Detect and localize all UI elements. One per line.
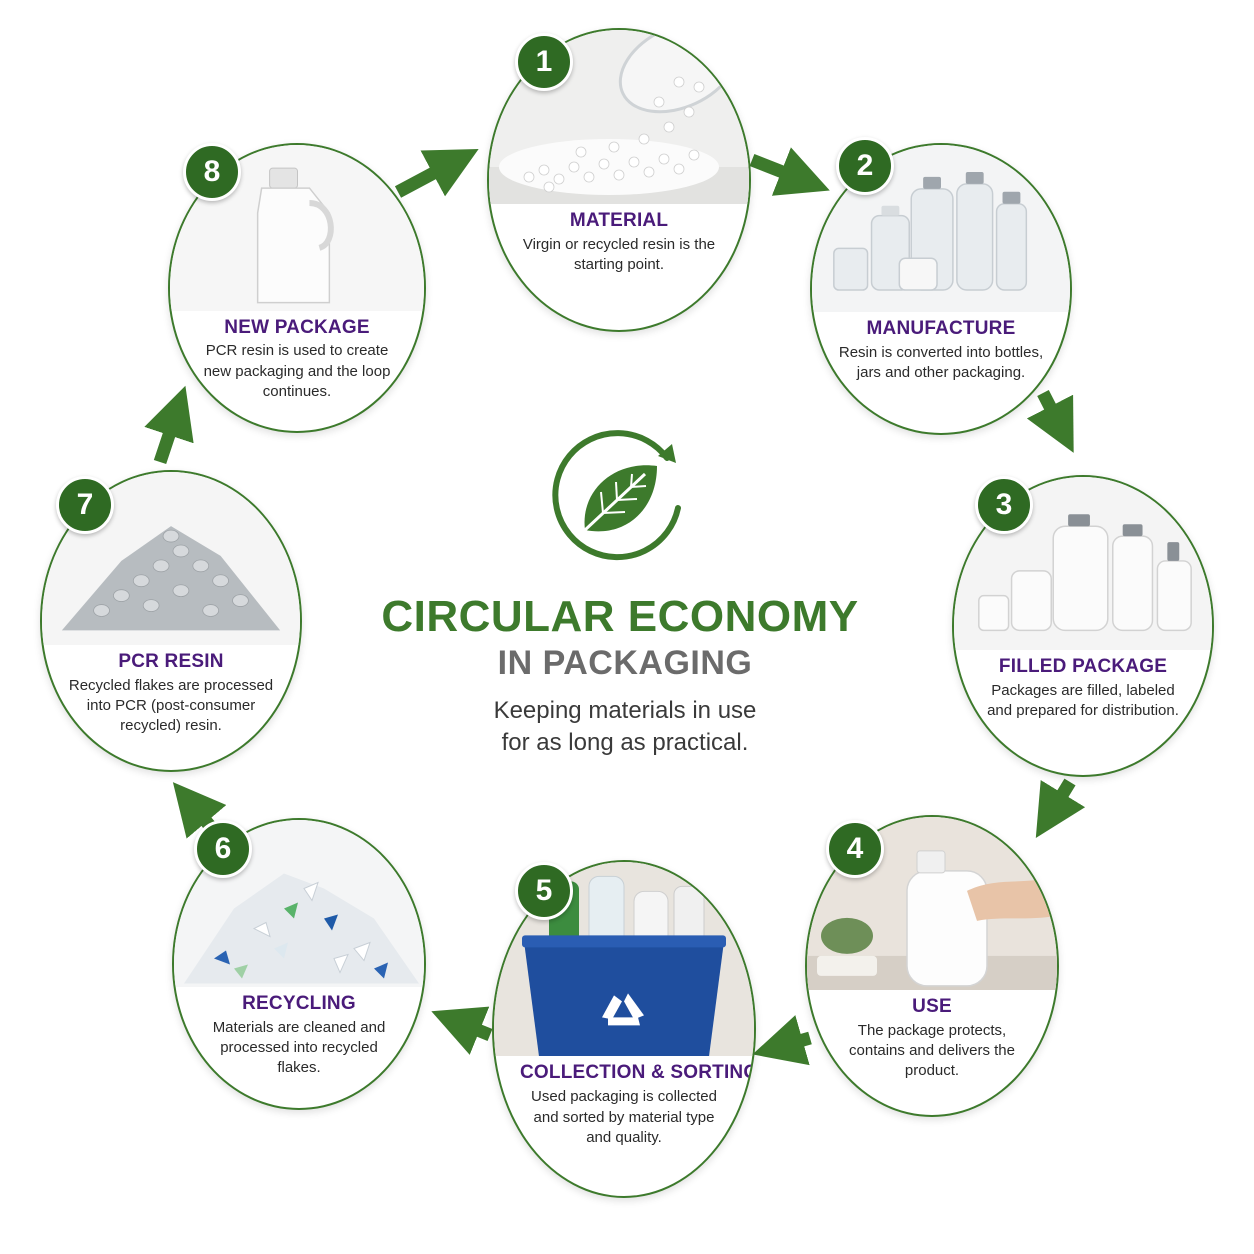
leaf-cycle-icon — [552, 430, 681, 561]
arrow-4-to-5 — [752, 1015, 812, 1066]
step-description: Materials are cleaned and processed into… — [212, 1018, 386, 1077]
step-number-badge: 1 — [515, 33, 573, 91]
step-description: Recycled flakes are processed into PCR (… — [68, 676, 274, 735]
step-use: USE The package protects, contains and d… — [805, 815, 1059, 1117]
tagline: Keeping materials in use for as long as … — [380, 695, 870, 760]
arrow-3-to-4 — [1035, 778, 1086, 838]
step-title: PCR RESIN — [118, 650, 224, 672]
step-title: FILLED PACKAGE — [998, 655, 1168, 677]
step-number-badge: 5 — [515, 862, 573, 920]
step-number-badge: 2 — [836, 137, 894, 195]
hand-holding-jug-image — [807, 817, 1057, 990]
arrow-5-to-6 — [431, 1006, 493, 1055]
step-number-badge: 3 — [975, 476, 1033, 534]
step-pcr-resin: PCR RESIN Recycled flakes are processed … — [40, 470, 302, 772]
step-collection-sorting: COLLECTION & SORTING Used packaging is c… — [492, 860, 756, 1198]
arrow-7-to-8 — [144, 385, 194, 465]
step-title: NEW PACKAGE — [224, 316, 370, 338]
step-description: Packages are filled, labeled and prepare… — [987, 681, 1179, 720]
recycling-bin-image — [494, 862, 754, 1056]
step-number-badge: 8 — [183, 143, 241, 201]
page-subtitle-heading: IN PACKAGING — [497, 644, 753, 682]
step-title: COLLECTION & SORTING — [520, 1062, 756, 1084]
step-number-badge: 6 — [194, 820, 252, 878]
step-title: MANUFACTURE — [866, 317, 1016, 339]
tagline-line-1: Keeping materials in use — [493, 697, 757, 724]
step-description: The package protects, contains and deliv… — [849, 1021, 1015, 1080]
step-description: Resin is converted into bottles, jars an… — [838, 343, 1044, 382]
step-title: USE — [912, 995, 952, 1017]
page-title: CIRCULAR ECONOMY — [381, 592, 859, 641]
step-description: PCR resin is used to create new packagin… — [203, 342, 391, 401]
arrow-1-to-2 — [749, 147, 830, 196]
arrow-2-to-3 — [1026, 390, 1074, 453]
step-description: Virgin or recycled resin is the starting… — [522, 235, 716, 274]
step-number-badge: 7 — [56, 476, 114, 534]
step-description: Used packaging is collected and sorted b… — [531, 1088, 717, 1147]
tagline-line-2: for as long as practical. — [501, 729, 749, 757]
step-title: MATERIAL — [569, 210, 669, 231]
step-title: RECYCLING — [242, 992, 356, 1014]
step-number-badge: 4 — [826, 820, 884, 878]
